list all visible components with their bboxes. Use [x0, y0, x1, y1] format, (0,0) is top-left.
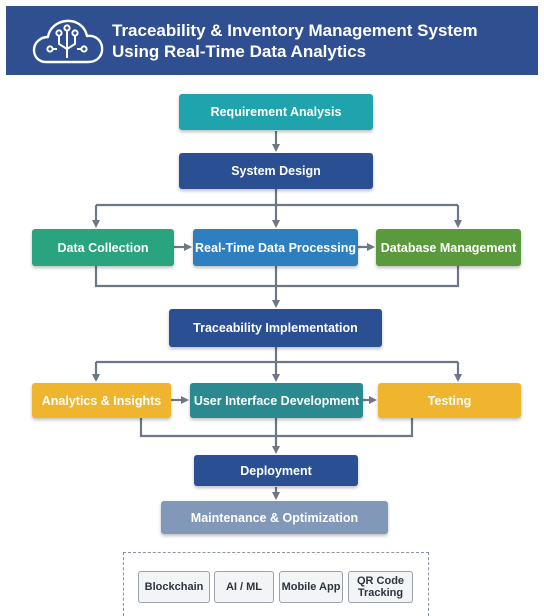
tech-ai-ml: AI / ML [214, 571, 274, 603]
title-banner: Traceability & Inventory Management Syst… [6, 6, 538, 75]
step-deployment: Deployment [194, 455, 358, 486]
tech-qr-code-tracking: QR Code Tracking [348, 571, 413, 603]
step-analytics-insights: Analytics & Insights [32, 383, 171, 418]
tech-qr-line-2: Tracking [357, 587, 404, 599]
page-title: Traceability & Inventory Management Syst… [112, 20, 532, 62]
title-line-1: Traceability & Inventory Management Syst… [112, 21, 478, 40]
tech-blockchain: Blockchain [138, 571, 210, 603]
step-data-collection: Data Collection [32, 229, 174, 266]
tech-mobile-app: Mobile App [279, 571, 343, 603]
title-line-2: Using Real-Time Data Analytics [112, 42, 367, 61]
cloud-circuit-icon [32, 19, 104, 64]
step-system-design: System Design [179, 153, 373, 189]
step-maintenance-optimization: Maintenance & Optimization [161, 501, 388, 534]
step-testing: Testing [378, 383, 521, 418]
step-database-management: Database Management [376, 229, 521, 266]
step-requirement-analysis: Requirement Analysis [179, 94, 373, 130]
tech-qr-line-1: QR Code [356, 575, 405, 587]
step-realtime-processing: Real-Time Data Processing [193, 229, 358, 266]
step-traceability-implementation: Traceability Implementation [169, 309, 382, 347]
step-ui-development: User Interface Development [190, 383, 363, 418]
technologies-panel [123, 552, 429, 616]
